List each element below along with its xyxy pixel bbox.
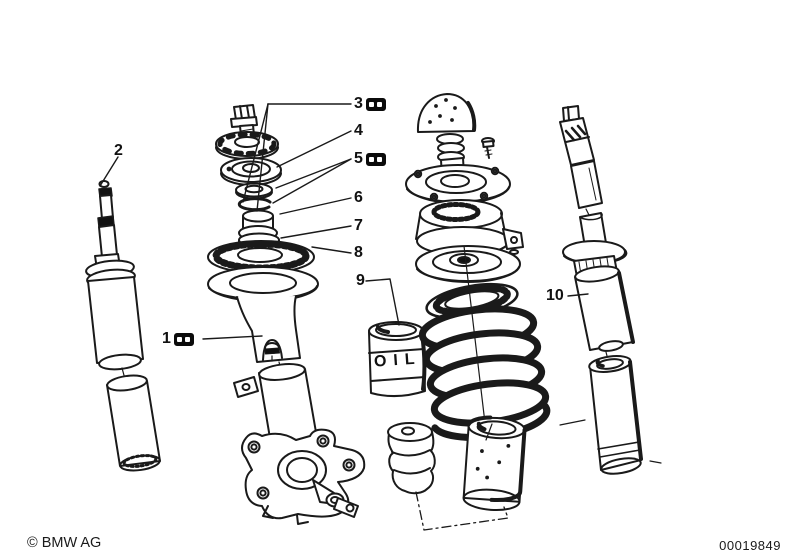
callout-3-number: 3: [354, 95, 363, 112]
callout-1-number: 1: [162, 330, 171, 347]
callout-1: 1: [162, 331, 194, 347]
support-bearing-and-spring: [387, 93, 551, 531]
callout-6: 6: [354, 190, 363, 206]
ref-marker-icon: [173, 332, 194, 346]
callout-7-number: 7: [354, 217, 363, 234]
callout-8: 8: [354, 245, 363, 261]
callout-7: 7: [354, 218, 363, 234]
callout-5: 5: [354, 151, 386, 167]
shock-absorber-left: [85, 180, 161, 472]
callout-6-number: 6: [354, 189, 363, 206]
callout-2: 2: [114, 143, 123, 159]
oil-can: [368, 321, 427, 397]
callout-9-number: 9: [356, 272, 365, 289]
ref-marker-icon: [365, 152, 386, 166]
callout-4-number: 4: [354, 122, 363, 139]
oil-can-label: OIL: [373, 350, 423, 371]
callout-4: 4: [354, 123, 363, 139]
callout-9: 9: [356, 273, 365, 289]
coil-spring: [418, 305, 551, 441]
strut-stack-middle: [207, 104, 366, 525]
ref-marker-icon: [365, 97, 386, 111]
callout-10: 10: [546, 288, 564, 304]
callout-5-number: 5: [354, 150, 363, 167]
document-number: 00019849: [719, 538, 781, 553]
callout-3: 3: [354, 96, 386, 112]
copyright-text: © BMW AG: [27, 535, 102, 551]
shock-cartridge-right: [559, 105, 662, 475]
callout-2-number: 2: [114, 142, 123, 159]
callout-10-number: 10: [546, 287, 564, 304]
callout-leader-lines: [99, 103, 589, 340]
callout-8-number: 8: [354, 244, 363, 261]
